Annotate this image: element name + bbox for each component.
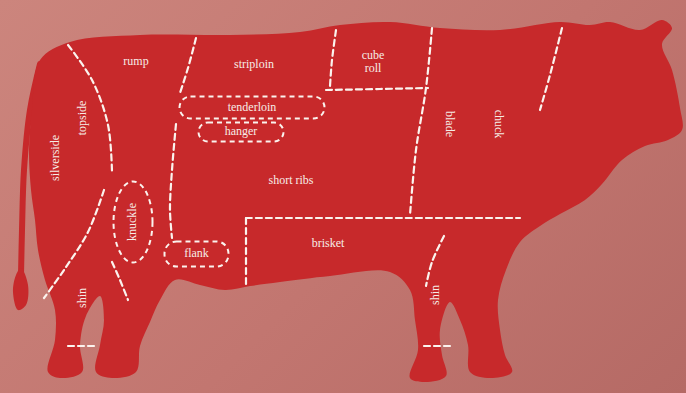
cut-line [170,124,176,238]
cow-tail-tuft [13,268,28,310]
cut-line [68,45,112,172]
cut-outline: flank [163,240,230,268]
cut-lines [44,28,562,346]
cut-line [330,30,336,86]
cut-label: striploin [234,58,274,71]
cut-label: silverside [49,135,62,181]
cut-label: knuckle [126,203,139,241]
cut-line [426,236,444,286]
cut-outline: hanger [197,121,285,143]
cut-label: cube roll [354,49,392,75]
outline-ellipse [114,182,153,263]
cut-label: tenderloin [228,101,277,114]
cut-outline: tenderloin [178,95,326,120]
outline-rect [180,97,325,119]
cut-label: shin [76,288,89,308]
cut-label: brisket [312,237,345,250]
outline-rect [165,242,229,267]
cut-label: shin [429,285,442,305]
cow-silhouette [29,20,683,382]
cut-line [68,345,96,347]
cut-line [410,28,432,215]
cut-label: chuck [491,110,504,139]
cut-label: rump [123,55,148,68]
cut-line [245,218,247,285]
cut-label: flank [184,247,209,260]
cut-line [112,262,128,300]
cut-line [246,217,520,219]
cut-outline: knuckle [112,180,154,264]
cut-line [540,28,562,110]
cut-line [44,190,104,298]
outline-rect [199,123,284,142]
cut-label: short ribs [269,174,314,187]
cut-line [326,88,428,90]
cut-label: hanger [225,125,258,138]
cut-line [424,345,450,347]
cut-label: blade [442,111,455,137]
cut-label: topside [76,101,89,136]
cut-line [180,38,196,93]
